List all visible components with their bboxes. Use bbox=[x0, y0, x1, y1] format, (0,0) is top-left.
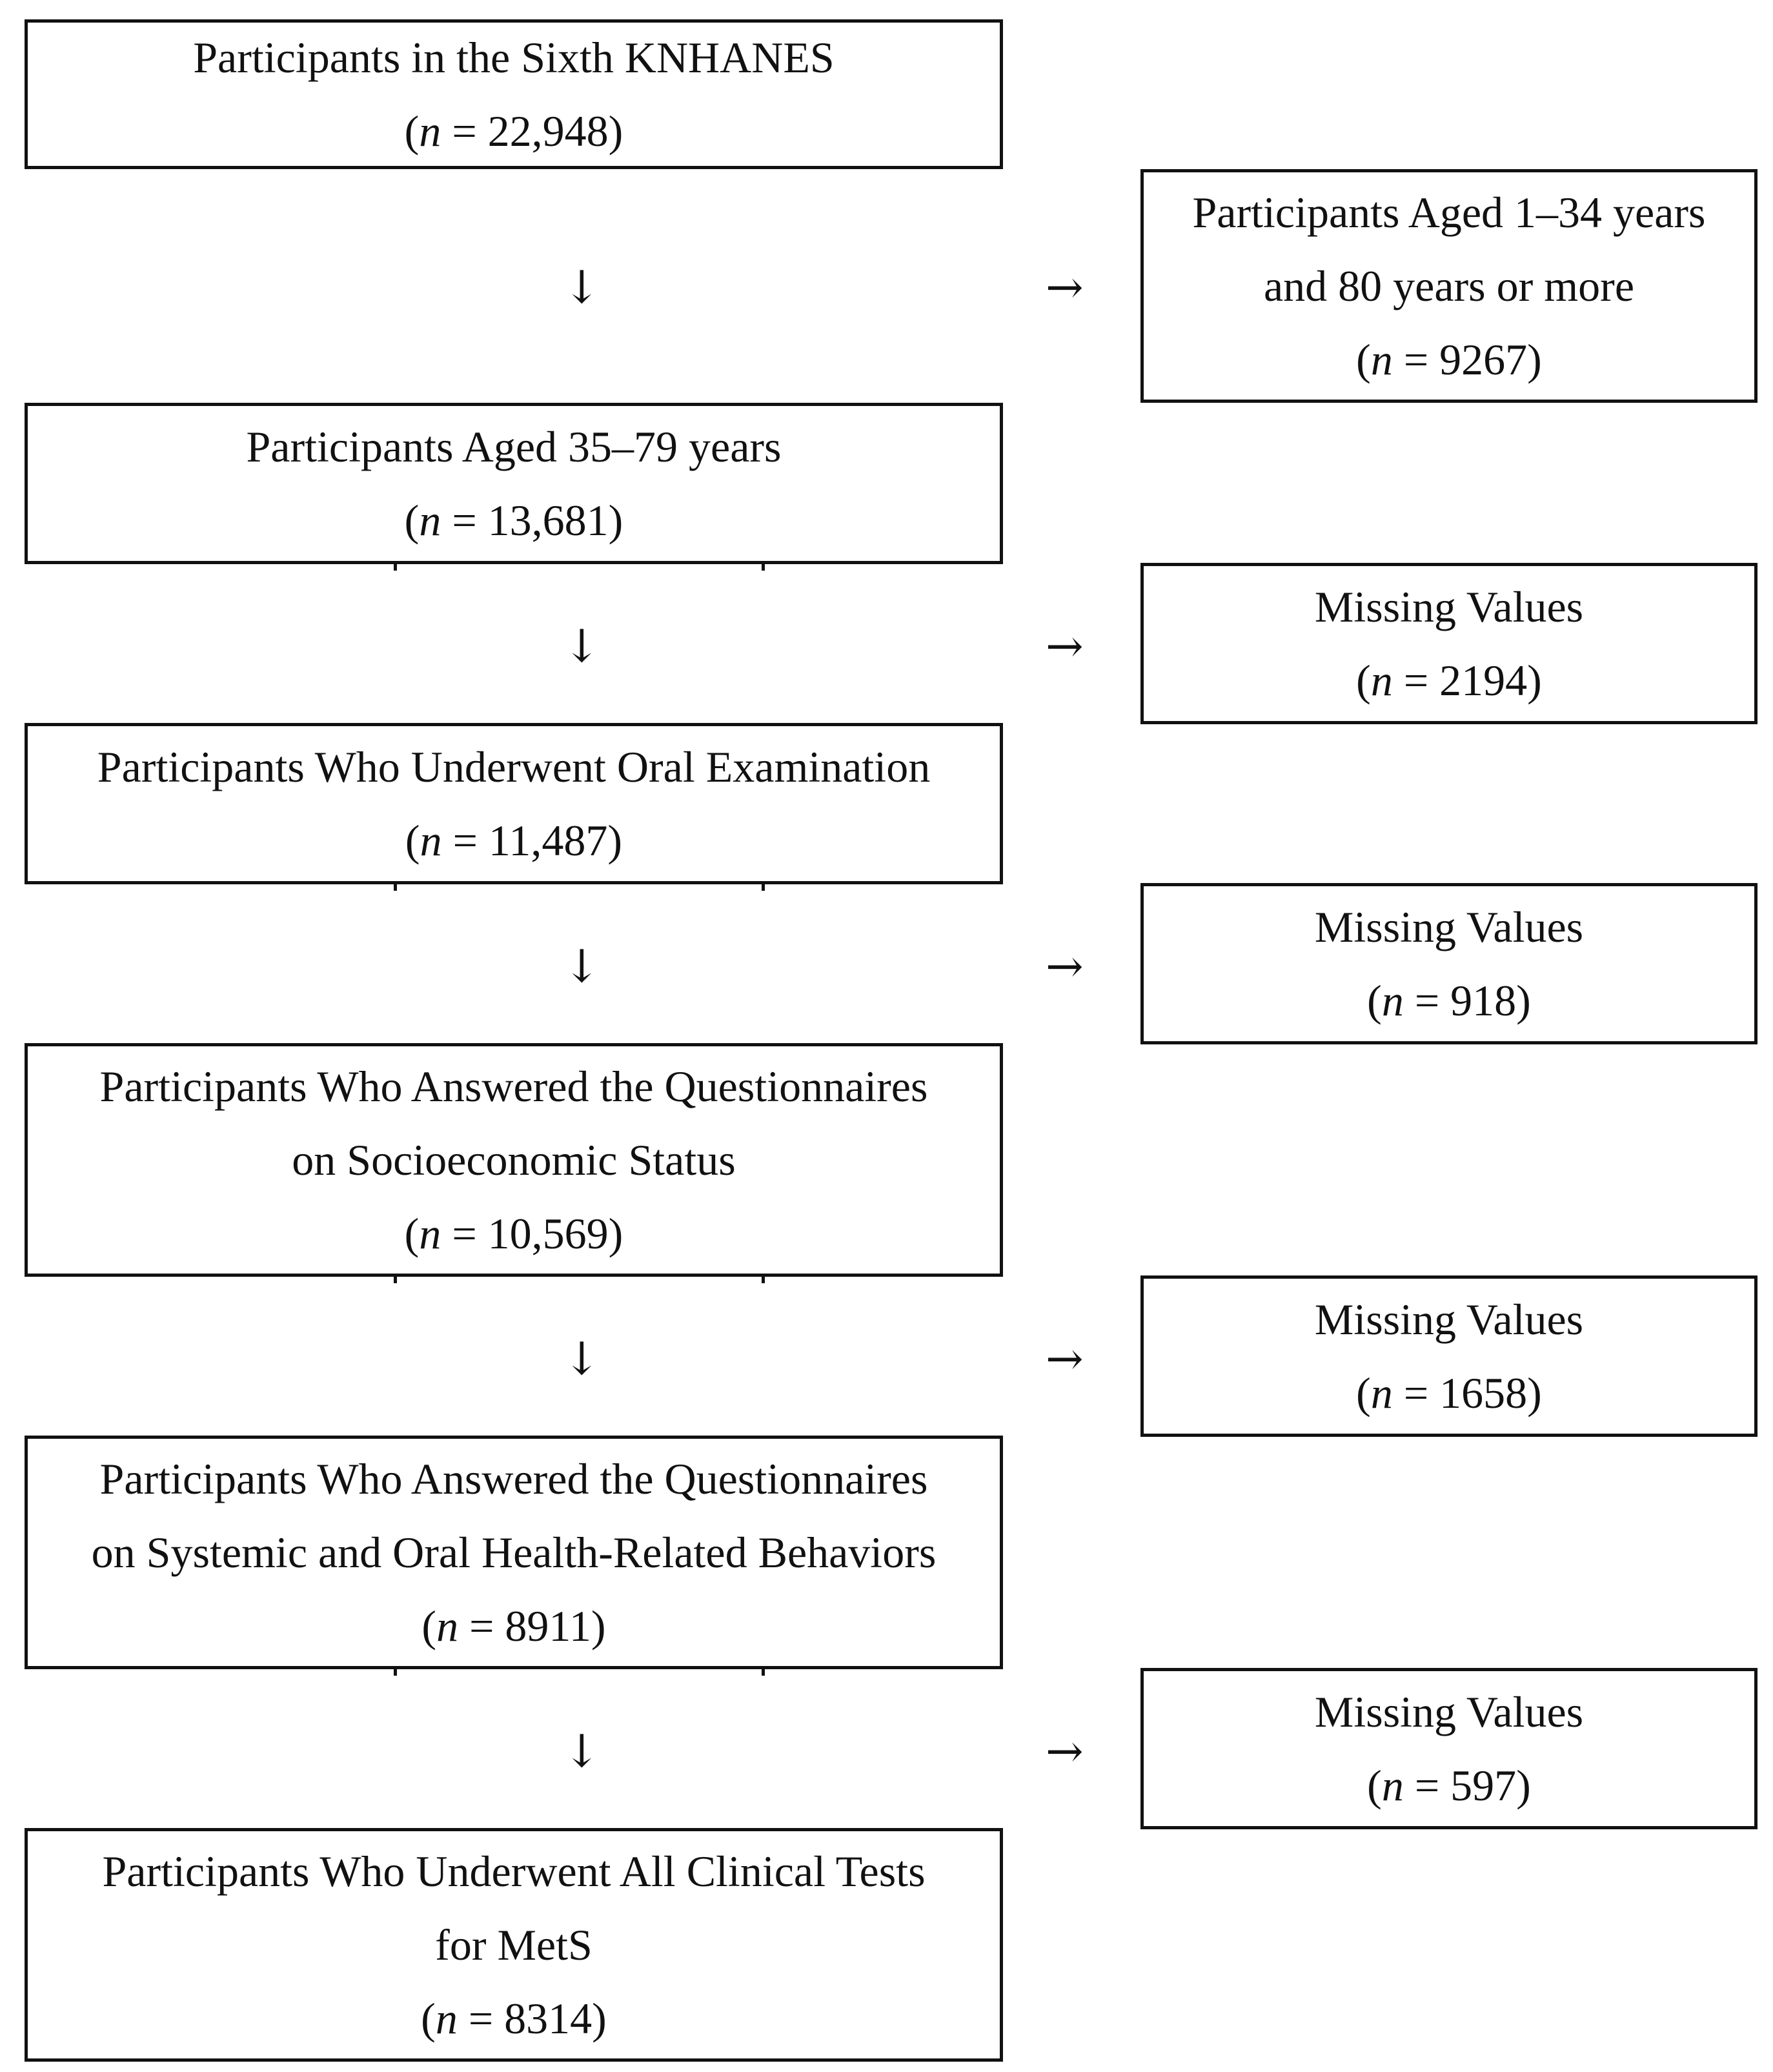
excluded-box-missing-3: Missing Values (n = 1658) bbox=[1140, 1275, 1758, 1437]
down-arrow-icon: ↓ bbox=[563, 940, 601, 993]
step-count: (n = 22,948) bbox=[404, 107, 623, 156]
right-arrow-icon: → bbox=[1046, 261, 1084, 314]
step-count: (n = 11,487) bbox=[405, 816, 623, 865]
step-box-sixth-knhanes: Participants in the Sixth KNHANES (n = 2… bbox=[25, 19, 1003, 169]
excluded-title: Missing Values bbox=[1314, 1295, 1584, 1344]
step-title-line-2: on Socioeconomic Status bbox=[292, 1135, 736, 1184]
step-title: Participants Aged 35–79 years bbox=[246, 422, 782, 471]
tick-mark bbox=[762, 564, 765, 571]
tick-mark bbox=[394, 884, 397, 891]
excluded-count: (n = 918) bbox=[1367, 976, 1531, 1025]
excluded-title: Missing Values bbox=[1314, 1687, 1584, 1736]
tick-mark bbox=[762, 884, 765, 891]
excluded-box-age: Participants Aged 1–34 years and 80 year… bbox=[1140, 169, 1758, 403]
tick-mark bbox=[394, 564, 397, 571]
step-title-line-2: on Systemic and Oral Health-Related Beha… bbox=[91, 1528, 937, 1577]
step-box-aged-35-79: Participants Aged 35–79 years (n = 13,68… bbox=[25, 403, 1003, 564]
step-box-health-behaviors: Participants Who Answered the Questionna… bbox=[25, 1436, 1003, 1669]
excluded-count: (n = 1658) bbox=[1356, 1368, 1542, 1417]
tick-mark bbox=[394, 1277, 397, 1283]
step-count: (n = 8314) bbox=[421, 1994, 607, 2043]
step-box-clinical-tests: Participants Who Underwent All Clinical … bbox=[25, 1828, 1003, 2062]
step-title: Participants Who Underwent Oral Examinat… bbox=[97, 742, 931, 791]
down-arrow-icon: ↓ bbox=[563, 1332, 601, 1385]
excluded-count: (n = 9267) bbox=[1356, 335, 1542, 384]
excluded-box-missing-4: Missing Values (n = 597) bbox=[1140, 1668, 1758, 1829]
down-arrow-icon: ↓ bbox=[563, 261, 601, 314]
step-count: (n = 8911) bbox=[421, 1601, 606, 1650]
step-title: Participants in the Sixth KNHANES bbox=[193, 33, 835, 82]
excluded-title-line-2: and 80 years or more bbox=[1263, 261, 1634, 310]
step-box-oral-examination: Participants Who Underwent Oral Examinat… bbox=[25, 723, 1003, 884]
right-arrow-icon: → bbox=[1046, 620, 1084, 673]
excluded-box-missing-2: Missing Values (n = 918) bbox=[1140, 883, 1758, 1044]
excluded-title: Missing Values bbox=[1314, 582, 1584, 631]
step-title-line-1: Participants Who Answered the Questionna… bbox=[99, 1062, 928, 1111]
step-count: (n = 13,681) bbox=[404, 496, 623, 545]
excluded-title: Missing Values bbox=[1314, 902, 1584, 951]
excluded-count: (n = 2194) bbox=[1356, 656, 1542, 705]
excluded-title-line-1: Participants Aged 1–34 years bbox=[1192, 188, 1706, 237]
tick-mark bbox=[394, 1669, 397, 1676]
step-box-socioeconomic-status: Participants Who Answered the Questionna… bbox=[25, 1043, 1003, 1277]
step-count: (n = 10,569) bbox=[404, 1209, 623, 1258]
step-title-line-1: Participants Who Answered the Questionna… bbox=[99, 1454, 928, 1503]
right-arrow-icon: → bbox=[1046, 1332, 1084, 1385]
down-arrow-icon: ↓ bbox=[563, 1725, 601, 1778]
down-arrow-icon: ↓ bbox=[563, 620, 601, 673]
right-arrow-icon: → bbox=[1046, 940, 1084, 993]
step-title-line-2: for MetS bbox=[435, 1920, 593, 1969]
right-arrow-icon: → bbox=[1046, 1725, 1084, 1778]
tick-mark bbox=[762, 1277, 765, 1283]
excluded-count: (n = 597) bbox=[1367, 1761, 1531, 1810]
step-title-line-1: Participants Who Underwent All Clinical … bbox=[102, 1847, 926, 1896]
excluded-box-missing-1: Missing Values (n = 2194) bbox=[1140, 563, 1758, 724]
tick-mark bbox=[762, 1669, 765, 1676]
